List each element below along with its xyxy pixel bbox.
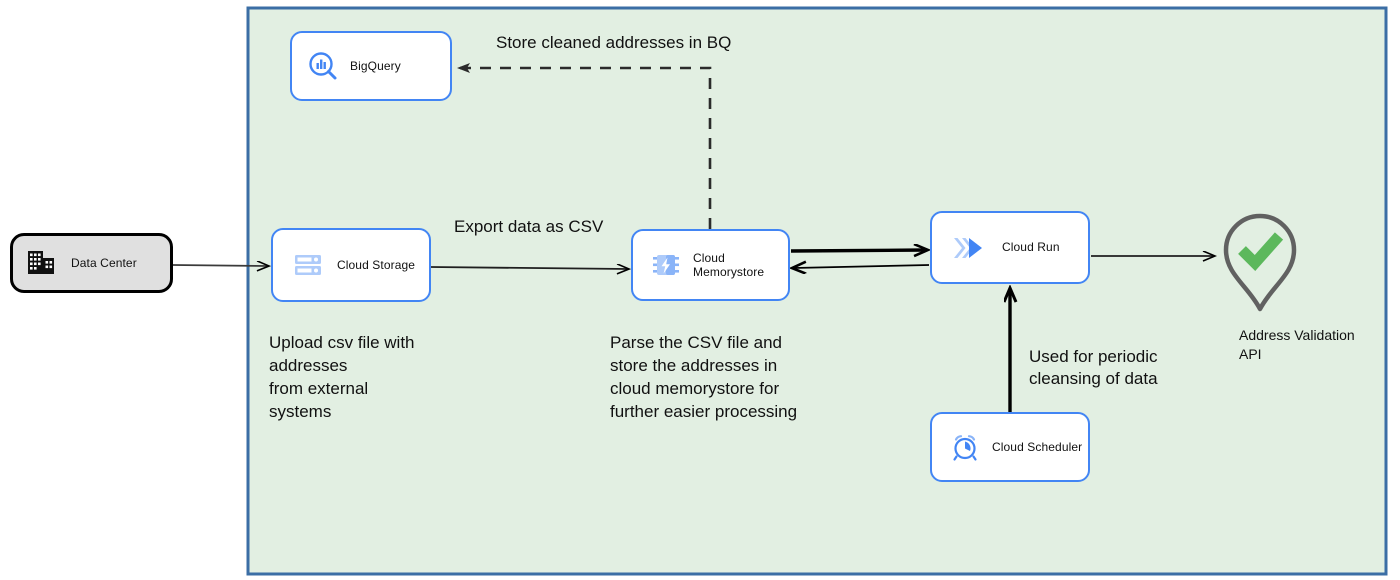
cloud-run-icon xyxy=(952,234,986,262)
node-cloud-run-label: Cloud Run xyxy=(1002,240,1060,255)
bigquery-icon xyxy=(308,51,338,81)
node-cloud-scheduler-label: Cloud Scheduler xyxy=(992,439,1083,454)
caption-parse-csv: Parse the CSV file and store the address… xyxy=(610,333,798,421)
node-address-validation-api-label: Address Validation API xyxy=(1239,327,1355,362)
cloud-scheduler-icon xyxy=(950,432,980,462)
edge-label-export-csv: Export data as CSV xyxy=(454,217,604,236)
node-data-center-label: Data Center xyxy=(71,255,137,270)
node-bigquery-label: BigQuery xyxy=(350,58,401,73)
edge-label-scheduler-note: Used for periodic cleansing of data xyxy=(1029,347,1158,389)
node-cloud-run[interactable]: Cloud Run xyxy=(930,211,1090,284)
node-bigquery[interactable]: BigQuery xyxy=(290,31,452,101)
data-center-icon xyxy=(27,250,55,276)
node-cloud-storage-label: Cloud Storage xyxy=(337,257,416,272)
node-cloud-memorystore-label: Cloud Memorystore xyxy=(693,250,765,279)
caption-upload-csv: Upload csv file with addresses from exte… xyxy=(269,333,415,421)
edge-storage-to-memorystore xyxy=(430,267,628,269)
node-address-validation-api[interactable] xyxy=(1218,208,1302,314)
edge-cloudrun-to-memorystore xyxy=(794,265,930,268)
node-cloud-storage[interactable]: Cloud Storage xyxy=(271,228,431,302)
node-cloud-scheduler[interactable]: Cloud Scheduler xyxy=(930,412,1090,482)
edge-label-store-in-bq: Store cleaned addresses in BQ xyxy=(496,33,732,52)
address-validation-pin-icon xyxy=(1218,208,1302,319)
edge-memorystore-to-bigquery-dashed xyxy=(457,63,712,229)
cloud-memorystore-icon xyxy=(651,250,681,280)
edge-datacenter-to-storage xyxy=(172,265,268,266)
google-cloud-boundary xyxy=(246,6,1388,576)
cloud-storage-icon xyxy=(293,251,323,279)
edge-memorystore-to-cloudrun xyxy=(790,250,926,251)
node-cloud-memorystore[interactable]: Cloud Memorystore xyxy=(631,229,790,301)
node-data-center[interactable]: Data Center xyxy=(10,233,173,293)
